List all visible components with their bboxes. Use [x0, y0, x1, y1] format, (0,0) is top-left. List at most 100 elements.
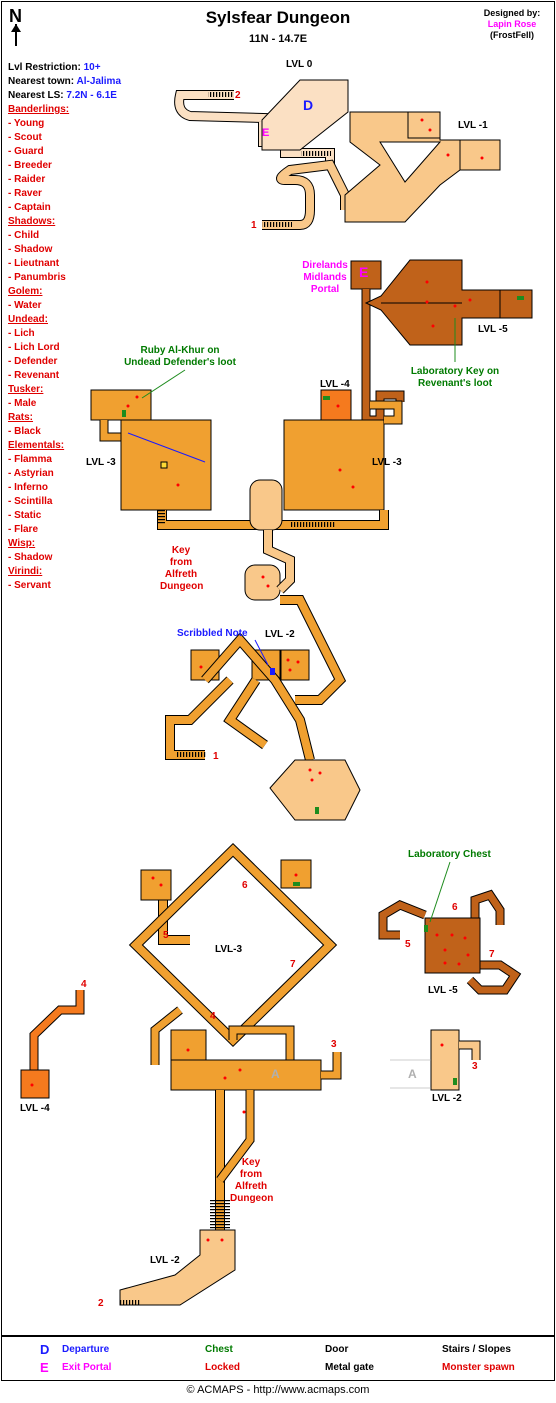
town-value: Al-Jalima — [76, 76, 122, 87]
link-5-right: 5 — [405, 939, 411, 950]
link-7-left: 7 — [290, 959, 296, 970]
monster-list-item: - Inferno — [8, 482, 48, 493]
copyright: © ACMAPS - http://www.acmaps.com — [186, 1384, 370, 1396]
level-5-lower-area — [378, 889, 522, 995]
monster-spawn-dots — [30, 118, 484, 1242]
level-2-middle-area — [165, 595, 361, 821]
level-1-area — [208, 92, 501, 230]
monster-list-item: - Scout — [8, 132, 42, 143]
monster-list-item: - Flare — [8, 524, 39, 535]
link-7-right: 7 — [489, 949, 495, 960]
monster-list-item: - Servant — [8, 580, 51, 591]
scribbled-note-annotation: Scribbled Note — [177, 628, 248, 639]
monster-list-item: - Black — [8, 426, 41, 437]
monster-list-item: - Astyrian — [8, 468, 54, 479]
monster-list-item: - Shadow — [8, 244, 53, 255]
label-lvl0: LVL 0 — [286, 59, 313, 70]
designer-credit: Designed by: Lapin Rose (FrostFell) — [476, 8, 548, 41]
departure-marker: D — [303, 97, 314, 113]
ls-value: 7.2N - 6.1E — [66, 90, 117, 101]
legend — [1, 1336, 555, 1381]
monster-group-header: Rats: — [8, 412, 34, 423]
monster-group-header: Undead: — [8, 314, 48, 325]
scribbled-note-marker — [270, 668, 275, 675]
designer-label: Designed by: — [483, 8, 541, 18]
ruby-marker — [160, 461, 168, 469]
label-lvl-4-top: LVL -4 — [320, 379, 350, 390]
monster-list-item: - Male — [8, 398, 37, 409]
legend-gate: Metal gate — [325, 1362, 374, 1373]
level-4-lower-area — [20, 990, 85, 1099]
label-lvl-2-mid: LVL -2 — [265, 629, 295, 640]
legend-spawn: Monster spawn — [442, 1362, 515, 1373]
link-6-right: 6 — [452, 902, 458, 913]
map-title: Sylsfear Dungeon — [205, 8, 351, 27]
town-label: Nearest town: — [8, 76, 75, 87]
designer-name: Lapin Rose — [487, 19, 537, 29]
ruby-pointer-line — [127, 432, 206, 463]
chest-markers — [122, 296, 524, 1085]
designer-alias: (FrostFell) — [490, 30, 534, 40]
link-4-mid: 4 — [210, 1011, 216, 1022]
legend-locked: Locked — [205, 1362, 241, 1373]
dungeon-coordinates: 11N - 14.7E — [248, 33, 308, 45]
compass-arrow-icon — [11, 24, 21, 46]
label-lvl-4-bottom: LVL -4 — [20, 1103, 50, 1114]
level-3-lower-area — [119, 843, 342, 1306]
label-lvl-1: LVL -1 — [458, 120, 488, 131]
legend-chest: Chest — [205, 1344, 233, 1355]
monster-group-header: Golem: — [8, 286, 43, 297]
area-a-left: A — [271, 1067, 280, 1081]
link-6-left: 6 — [242, 880, 248, 891]
monster-list-item: - Raider — [8, 174, 46, 185]
level-0-area — [174, 79, 349, 165]
label-lvl-2-right: LVL -2 — [432, 1093, 462, 1104]
link-2-bottom: 2 — [98, 1298, 104, 1309]
monster-group-header: Banderlings: — [8, 104, 70, 115]
ls-label: Nearest LS: — [8, 90, 64, 101]
monster-group-header: Virindi: — [8, 566, 43, 577]
monster-list-item: - Static — [8, 510, 42, 521]
level-5-top-area — [350, 259, 533, 425]
level-2-right-area — [390, 1029, 481, 1091]
legend-exit: Exit Portal — [62, 1362, 112, 1373]
exit-marker-top: E — [262, 127, 270, 139]
legend-departure-symbol: D — [40, 1342, 50, 1357]
monster-list-item: - Water — [8, 300, 42, 311]
monster-list-item: - Child — [8, 230, 40, 241]
monster-list: Banderlings:- Young- Scout- Guard- Breed… — [8, 103, 121, 593]
level-label: Lvl Restriction: — [8, 62, 81, 73]
monster-list-item: - Defender — [8, 356, 58, 367]
link-4-left: 4 — [81, 979, 87, 990]
note-pointer-line — [254, 639, 269, 666]
monster-list-item: - Flamma — [8, 454, 52, 465]
monster-list-item: - Lich Lord — [8, 342, 60, 353]
legend-departure: Departure — [62, 1344, 110, 1355]
monster-list-item: - Lich — [8, 328, 35, 339]
label-lvl-5-bottom: LVL -5 — [428, 985, 458, 996]
level-value: 10+ — [83, 62, 101, 73]
link-3-left: 3 — [331, 1039, 337, 1050]
legend-exit-symbol: E — [40, 1360, 49, 1375]
area-a-right: A — [408, 1067, 417, 1081]
level-3-upper-area — [90, 389, 403, 601]
monster-list-item: - Captain — [8, 202, 51, 213]
monster-list-item: - Lieutnant — [8, 258, 60, 269]
link-3-right: 3 — [472, 1061, 478, 1072]
monster-list-item: - Breeder — [8, 160, 52, 171]
monster-list-item: - Scintilla — [8, 496, 53, 507]
lab-chest-annotation: Laboratory Chest — [408, 849, 491, 860]
annotation-pointer-lines — [141, 318, 456, 923]
monster-group-header: Elementals: — [8, 440, 65, 451]
monster-group-header: Tusker: — [8, 384, 44, 395]
monster-list-item: - Revenant — [8, 370, 60, 381]
link-1-mid: 1 — [213, 751, 219, 762]
exit-marker-portal: E — [359, 264, 369, 280]
legend-stairs: Stairs / Slopes — [442, 1344, 511, 1355]
monster-group-header: Wisp: — [8, 538, 36, 549]
